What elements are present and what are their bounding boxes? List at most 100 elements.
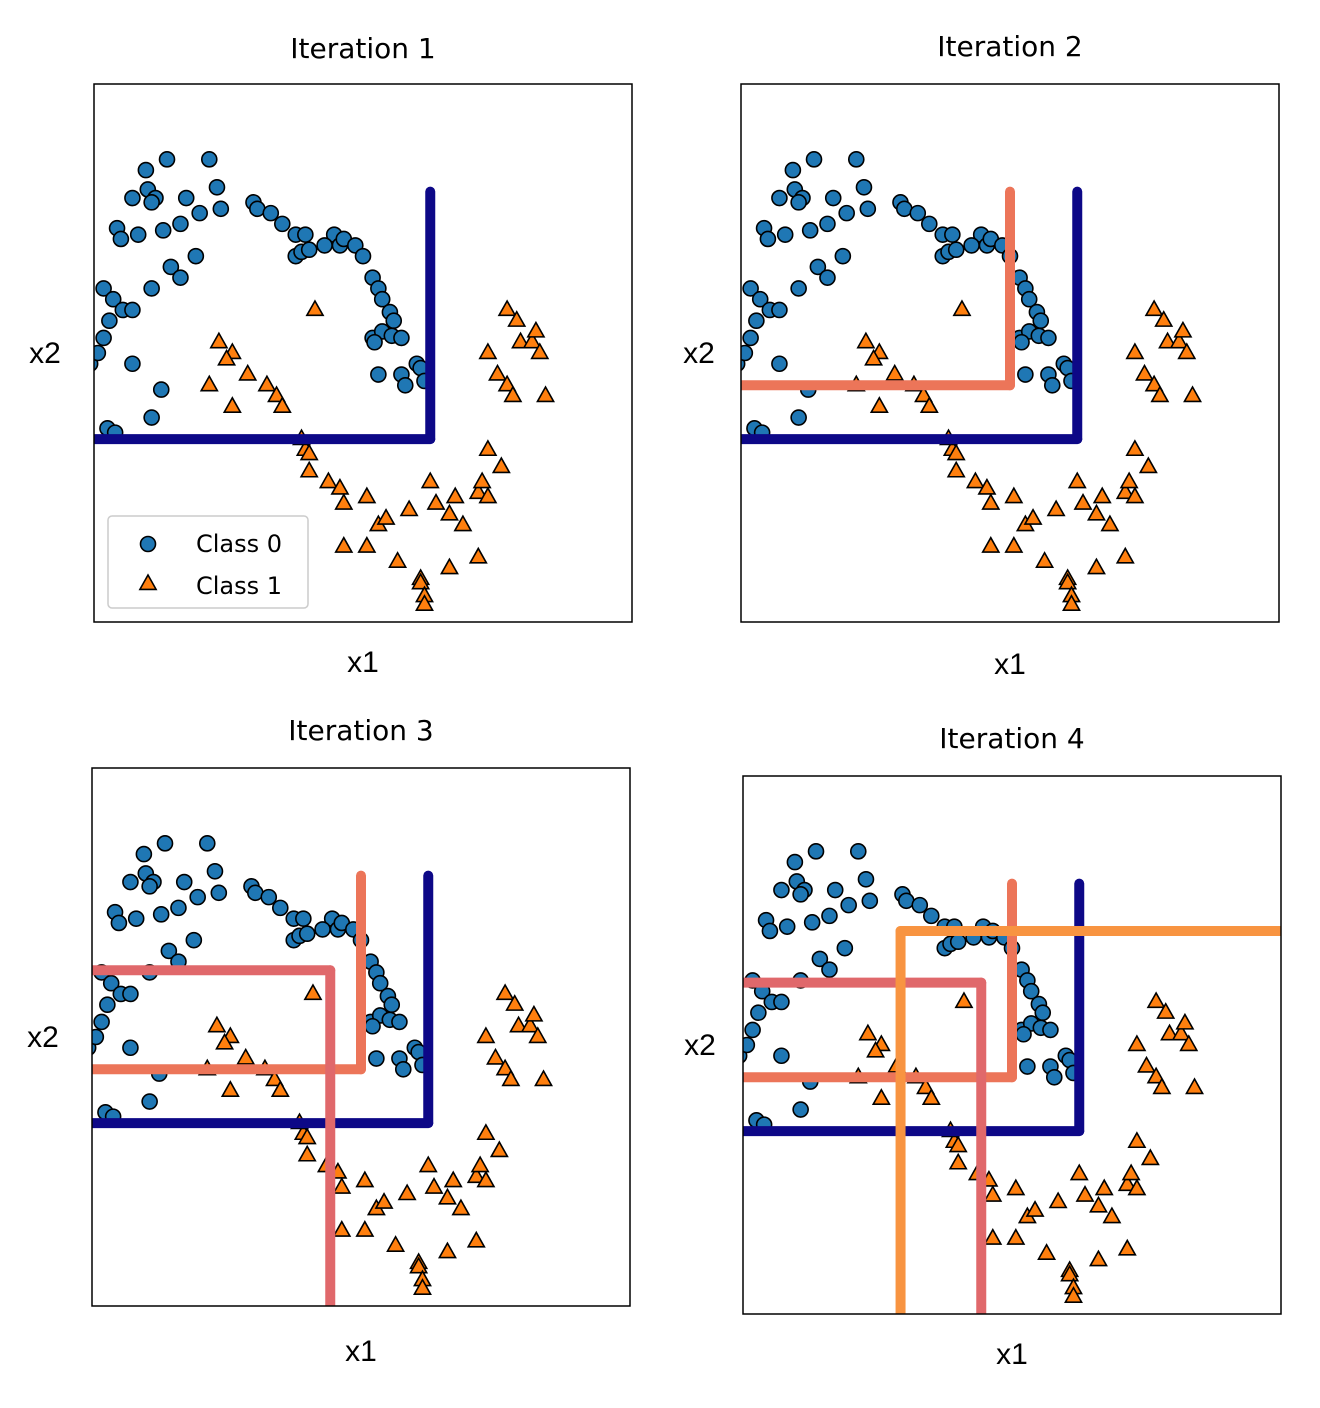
class1-point (1144, 299, 1164, 317)
class0-point (742, 280, 759, 297)
class1-point (468, 482, 488, 500)
class0-point (396, 376, 414, 394)
class1-point (522, 331, 542, 349)
class0-point (189, 888, 206, 906)
class0-point (761, 922, 779, 940)
class1-point (1004, 486, 1024, 504)
class0-point (819, 215, 836, 233)
class1-point (486, 1047, 505, 1065)
class0-point (371, 974, 389, 992)
class0-point (773, 1047, 790, 1065)
class1-point (1088, 1249, 1108, 1267)
class1-point (318, 471, 338, 489)
legend-marker-class1 (138, 573, 158, 591)
class1-point (217, 348, 237, 366)
y-axis-label: x2 (29, 337, 61, 370)
class1-point (1069, 1163, 1089, 1181)
class0-point (836, 939, 854, 957)
class0-point (807, 843, 825, 860)
class0-point (909, 204, 927, 222)
class1-point (1060, 1264, 1080, 1282)
class0-point (1017, 366, 1034, 383)
class1-point (1035, 551, 1055, 568)
class0-point (790, 280, 807, 297)
class0-point (911, 896, 929, 914)
class0-point (821, 961, 838, 978)
class1-point (476, 1123, 496, 1141)
class1-point (497, 374, 517, 392)
class1-point (1048, 1191, 1068, 1209)
class1-point (983, 1185, 1003, 1202)
class1-point (1023, 508, 1043, 525)
class1-point (476, 1170, 496, 1188)
class1-point (511, 331, 531, 349)
class0-point (271, 899, 289, 917)
class1-point (426, 493, 446, 510)
class0-point (160, 942, 178, 960)
class0-point (805, 151, 823, 168)
class1-point (1185, 1077, 1205, 1095)
class0-point (102, 974, 120, 992)
y-axis-label: x2 (27, 1021, 59, 1054)
class0-point (922, 907, 940, 925)
class1-point (1046, 499, 1066, 517)
class1-point (1100, 514, 1120, 532)
class1-point (948, 1135, 968, 1153)
class1-point (1119, 471, 1139, 489)
class1-point (1156, 1002, 1176, 1019)
class0-point (122, 1039, 139, 1057)
class0-point (1032, 312, 1050, 330)
class1-point (1144, 374, 1164, 392)
class0-point (154, 222, 172, 239)
class0-point (1013, 333, 1030, 351)
class1-point (207, 1015, 227, 1033)
class1-point (524, 1004, 544, 1022)
class1-point (439, 503, 459, 521)
class1-point (1154, 310, 1174, 327)
class1-point (476, 1026, 496, 1044)
plot-area (92, 835, 554, 1306)
class1-point (489, 1140, 509, 1158)
class1-point (443, 1170, 463, 1188)
class1-point (1177, 342, 1197, 360)
class1-point (491, 456, 511, 474)
class1-point (1067, 471, 1087, 489)
class0-point (141, 878, 158, 895)
class0-point (811, 950, 829, 968)
class1-point (1117, 1174, 1137, 1192)
class1-point (355, 1220, 375, 1237)
class1-point (236, 1047, 256, 1065)
class1-point (257, 374, 277, 392)
x-axis-label: x1 (345, 1335, 377, 1368)
class0-point (101, 312, 118, 330)
class0-point (354, 247, 372, 265)
class1-point (1150, 385, 1170, 403)
class1-point (1152, 1077, 1172, 1095)
class0-point (944, 226, 961, 243)
class1-point (478, 342, 498, 360)
axes-frame (742, 775, 1282, 1315)
class1-point (357, 486, 377, 504)
class0-point (821, 907, 838, 925)
class0-point (803, 914, 821, 931)
class0-point (773, 993, 790, 1011)
class0-point (1020, 290, 1038, 308)
legend-marker-class0 (139, 535, 157, 553)
class1-point (871, 1088, 891, 1105)
class1-point (418, 1155, 438, 1173)
class1-point (399, 499, 419, 517)
class0-point (963, 237, 980, 254)
class0-point (759, 230, 777, 248)
class1-point (265, 1069, 285, 1087)
class1-point (526, 320, 546, 338)
class0-point (137, 161, 155, 179)
class0-point (838, 204, 855, 222)
class1-point (977, 477, 997, 495)
class0-point (792, 1101, 809, 1118)
class0-point (198, 835, 216, 852)
panel-title: Iteration 1 (290, 32, 435, 65)
class0-point (751, 290, 769, 308)
